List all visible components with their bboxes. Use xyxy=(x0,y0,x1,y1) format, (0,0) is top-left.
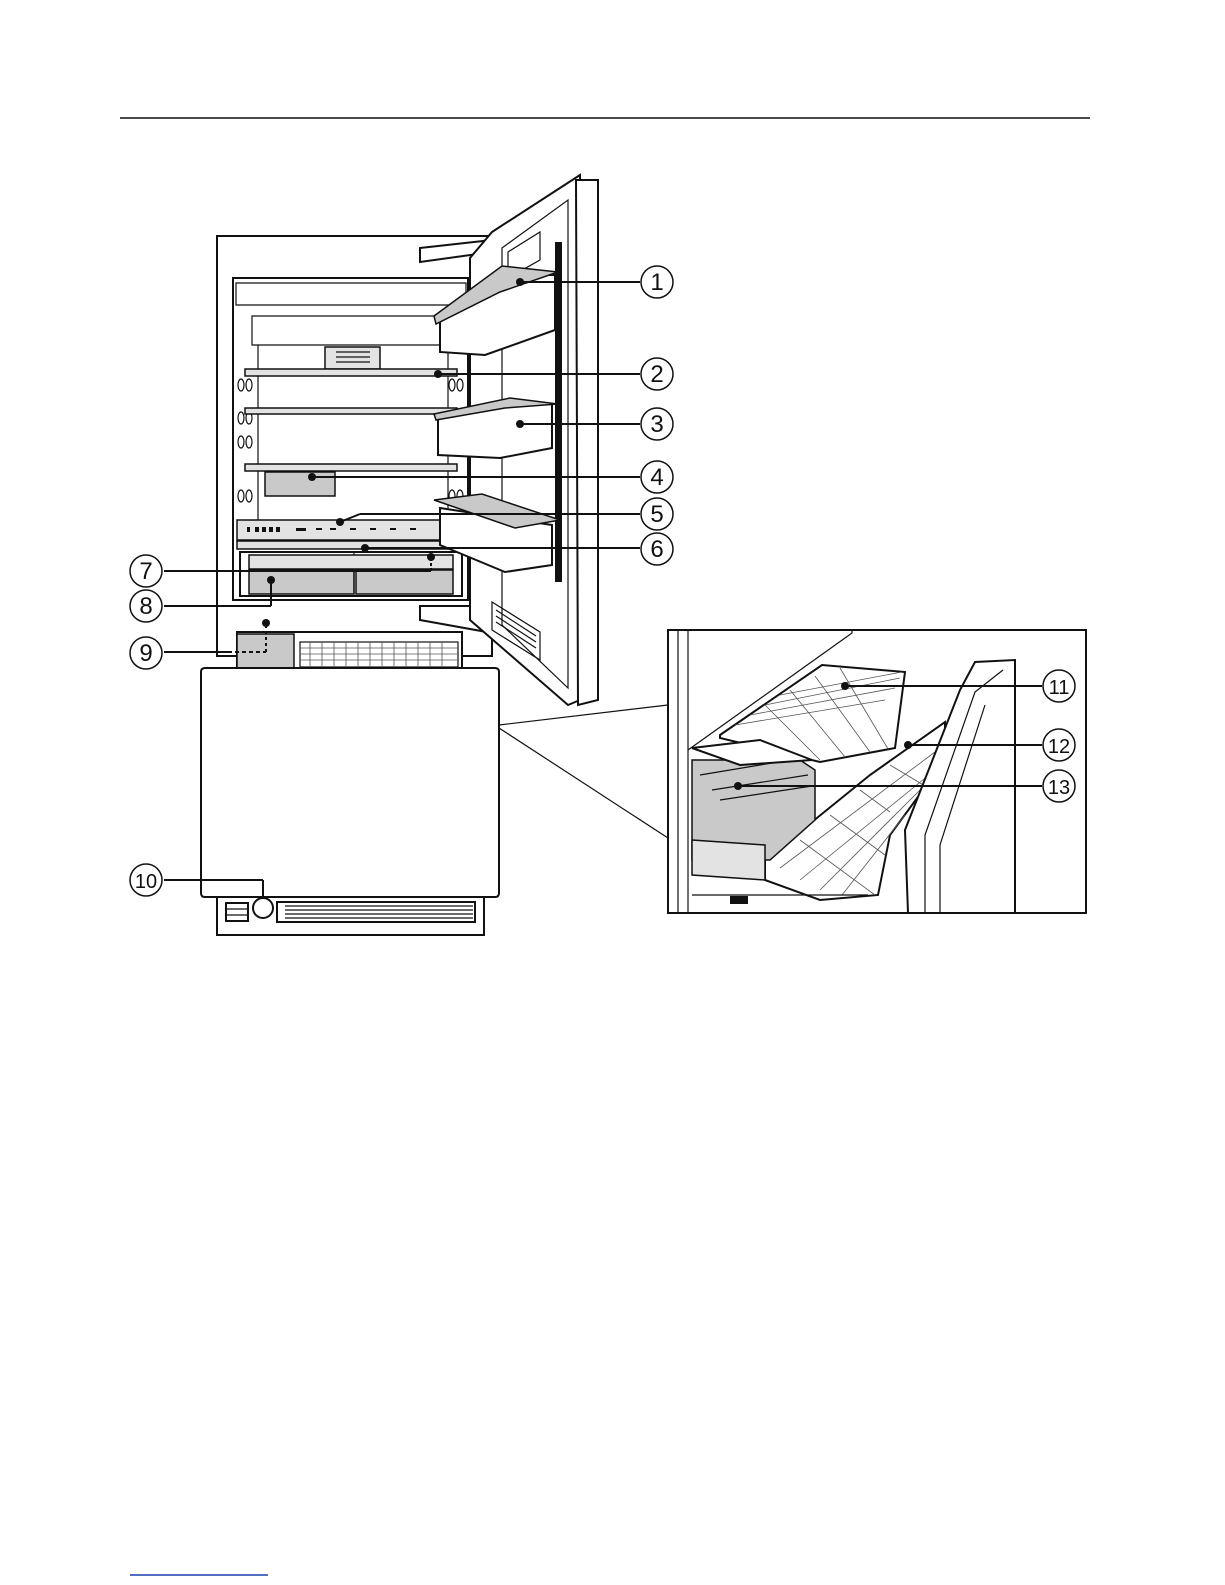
fridge-main xyxy=(201,175,598,935)
callout-label: 8 xyxy=(139,593,152,620)
callout-label: 13 xyxy=(1048,777,1070,799)
crisper-drawer-right xyxy=(356,570,453,594)
glass-shelf-1 xyxy=(245,369,457,376)
callout-label: 7 xyxy=(139,558,152,585)
callout-label: 1 xyxy=(650,269,663,296)
callout-label: 3 xyxy=(650,411,663,438)
callout-13: 13 xyxy=(1043,770,1075,802)
callout-12: 12 xyxy=(1043,729,1075,761)
callout-7: 7 xyxy=(130,555,162,587)
callout-3: 3 xyxy=(641,408,673,440)
callout-2: 2 xyxy=(641,358,673,390)
callout-label: 12 xyxy=(1048,736,1070,758)
callout-label: 9 xyxy=(139,640,152,667)
power-switch xyxy=(253,898,273,918)
callout-10: 10 xyxy=(130,864,162,896)
callout-label: 11 xyxy=(1049,677,1070,699)
crisper-drawer-left xyxy=(249,570,354,594)
callout-8: 8 xyxy=(130,590,162,622)
glass-shelf-2 xyxy=(245,408,457,414)
storage-box xyxy=(265,472,335,496)
glass-shelf-3 xyxy=(245,464,457,471)
callout-5: 5 xyxy=(641,498,673,530)
freezer-basket-mesh xyxy=(300,642,458,667)
callout-1: 1 xyxy=(641,266,673,298)
callout-label: 5 xyxy=(650,501,663,528)
callout-6: 6 xyxy=(641,533,673,565)
callout-11: 11 xyxy=(1043,670,1075,702)
freezer-drawer-front xyxy=(201,668,499,897)
callout-4: 4 xyxy=(641,461,673,493)
callout-label: 6 xyxy=(650,536,663,563)
base-vent xyxy=(277,902,475,922)
callout-9: 9 xyxy=(130,637,162,669)
callout-label: 2 xyxy=(650,361,663,388)
callout-label: 10 xyxy=(135,871,157,893)
callout-label: 4 xyxy=(650,464,663,491)
